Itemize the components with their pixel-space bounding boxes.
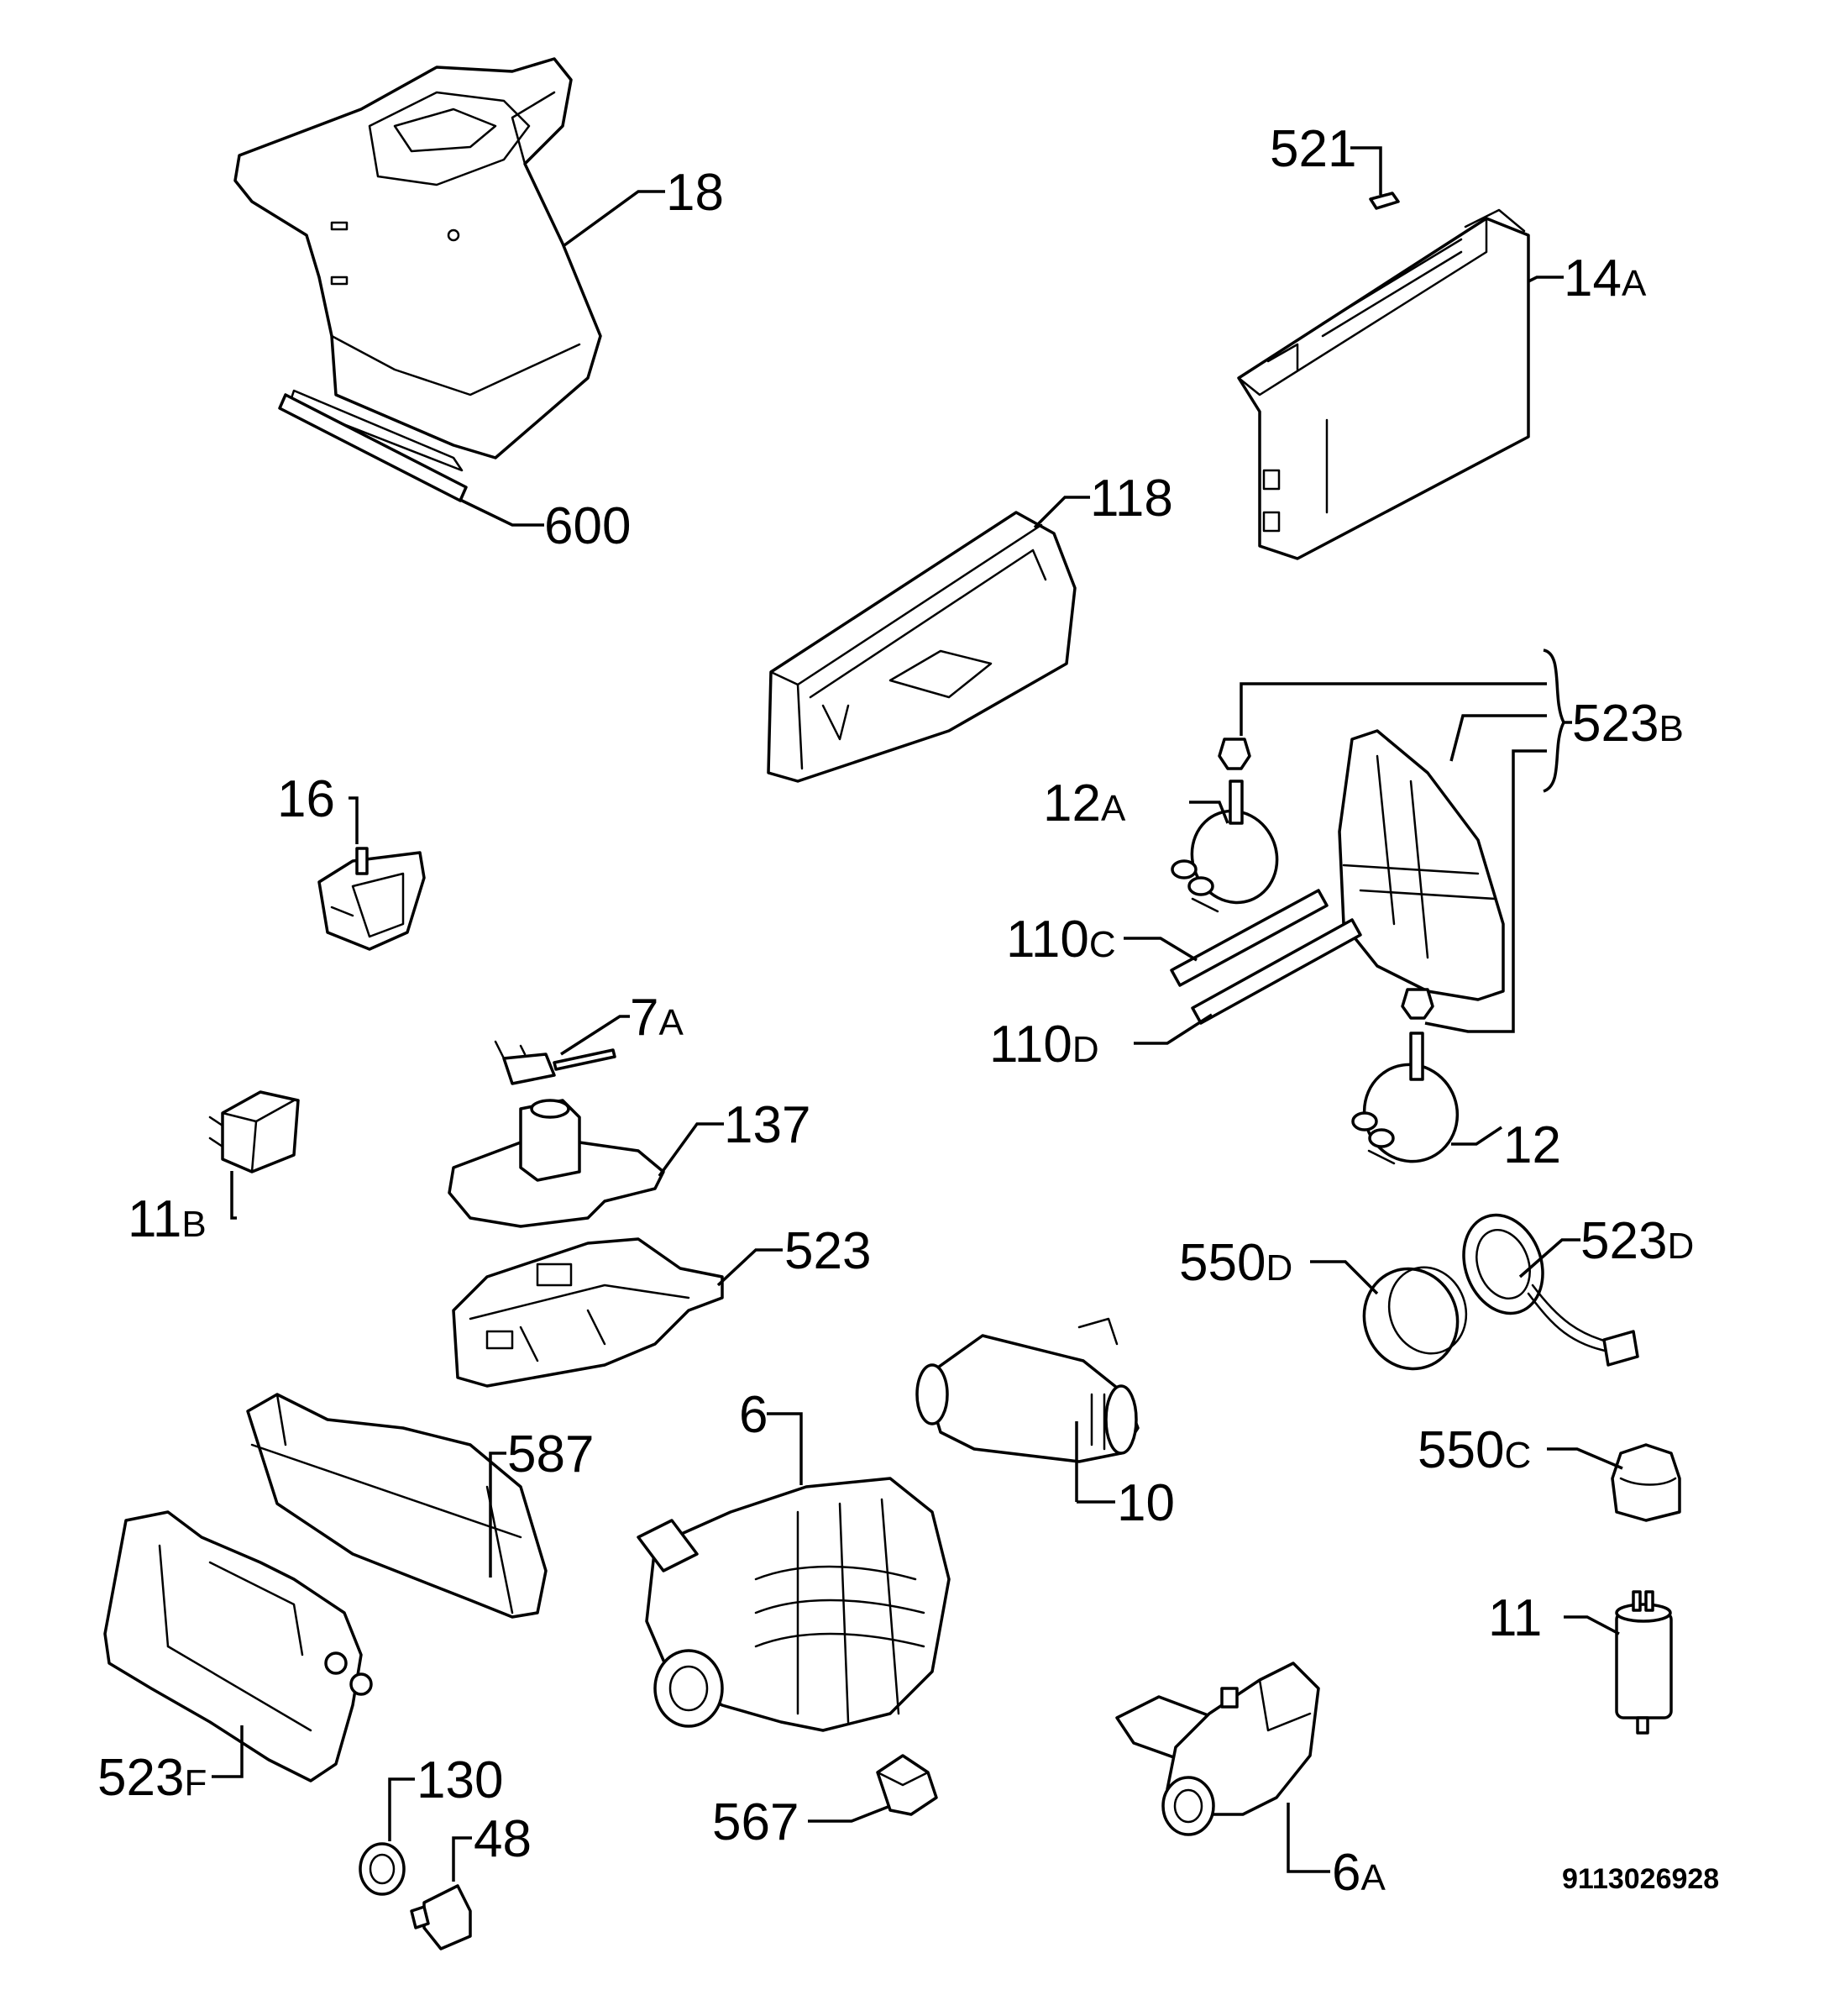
part-6-circulation-pump	[637, 1477, 951, 1732]
part-18-duct-cover	[233, 57, 602, 472]
label-11b: 11B	[128, 1190, 207, 1248]
part-11b-relay	[208, 1090, 300, 1173]
part-110d-tube	[1191, 918, 1362, 1025]
label-7a: 7A	[630, 989, 684, 1047]
label-550d: 550D	[1179, 1234, 1292, 1292]
part-130-ring	[359, 1842, 406, 1896]
part-521-clip	[1369, 192, 1400, 210]
part-16-switch	[317, 847, 426, 951]
label-14a: 14A	[1564, 249, 1647, 307]
label-110d: 110D	[989, 1016, 1099, 1074]
part-labels: 18 600 521 14A 118 523B 12A 16 110C 110D…	[97, 120, 1719, 1902]
part-523b-pressure-bracket	[1338, 729, 1505, 1001]
label-521: 521	[1270, 120, 1356, 178]
part-12-pressure-switch	[1351, 1032, 1460, 1165]
part-118-display-panel	[767, 511, 1077, 783]
label-130: 130	[417, 1751, 503, 1809]
part-523b-cap-bottom	[1401, 988, 1434, 1020]
part-110c-tube	[1170, 889, 1329, 987]
label-567: 567	[712, 1793, 799, 1851]
label-12a: 12A	[1043, 774, 1126, 832]
part-7a-door-switch	[494, 1040, 616, 1085]
label-587: 587	[507, 1425, 594, 1483]
part-12a-pressure-switch	[1171, 780, 1279, 913]
label-118: 118	[1090, 470, 1173, 528]
label-600: 600	[544, 497, 631, 555]
label-6: 6	[739, 1386, 768, 1444]
label-523b: 523B	[1572, 695, 1684, 753]
part-550c-cap	[1611, 1443, 1681, 1522]
label-11: 11	[1488, 1589, 1542, 1647]
label-6a: 6A	[1332, 1844, 1386, 1902]
label-523d: 523D	[1580, 1212, 1694, 1270]
part-523b-cap-top	[1218, 738, 1251, 770]
part-523d-sensor	[1462, 1213, 1639, 1367]
label-48: 48	[474, 1810, 532, 1868]
label-523f: 523F	[97, 1749, 207, 1807]
label-18: 18	[666, 164, 724, 222]
part-567-clip	[876, 1754, 938, 1816]
part-550d-cap	[1362, 1266, 1468, 1371]
label-16: 16	[277, 770, 335, 828]
label-12: 12	[1503, 1116, 1561, 1174]
label-550c: 550C	[1418, 1421, 1531, 1479]
part-6a-drain-pump	[1115, 1662, 1320, 1836]
label-110c: 110C	[1006, 911, 1116, 969]
part-48-plug	[410, 1884, 472, 1950]
document-number: 9113026928	[1562, 1863, 1719, 1895]
label-10: 10	[1117, 1474, 1175, 1532]
part-137-float-cover	[448, 1099, 665, 1228]
label-523: 523	[784, 1222, 871, 1280]
leader-lines	[212, 146, 1623, 1882]
part-10-heater	[915, 1317, 1140, 1463]
part-14a-control-module	[1237, 208, 1530, 560]
part-523f-bracket	[103, 1510, 373, 1782]
part-11-capacitor	[1615, 1590, 1673, 1735]
label-137: 137	[724, 1096, 810, 1154]
part-523-sensor-tray	[452, 1237, 724, 1388]
part-587-cover	[246, 1393, 548, 1619]
